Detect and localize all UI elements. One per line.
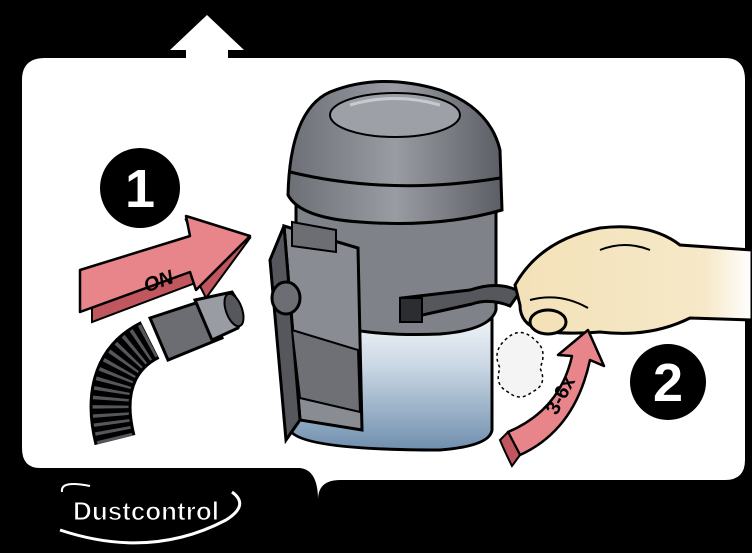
step-1-number: 1 bbox=[125, 159, 155, 219]
vacuum-unit-icon bbox=[270, 81, 520, 450]
step-2-badge: 2 bbox=[630, 344, 706, 420]
logo-text: Dustcontrol bbox=[73, 496, 219, 526]
dust-puff-icon bbox=[497, 333, 543, 398]
step-1-badge: 1 bbox=[100, 148, 180, 228]
step-2-number: 2 bbox=[653, 353, 683, 413]
